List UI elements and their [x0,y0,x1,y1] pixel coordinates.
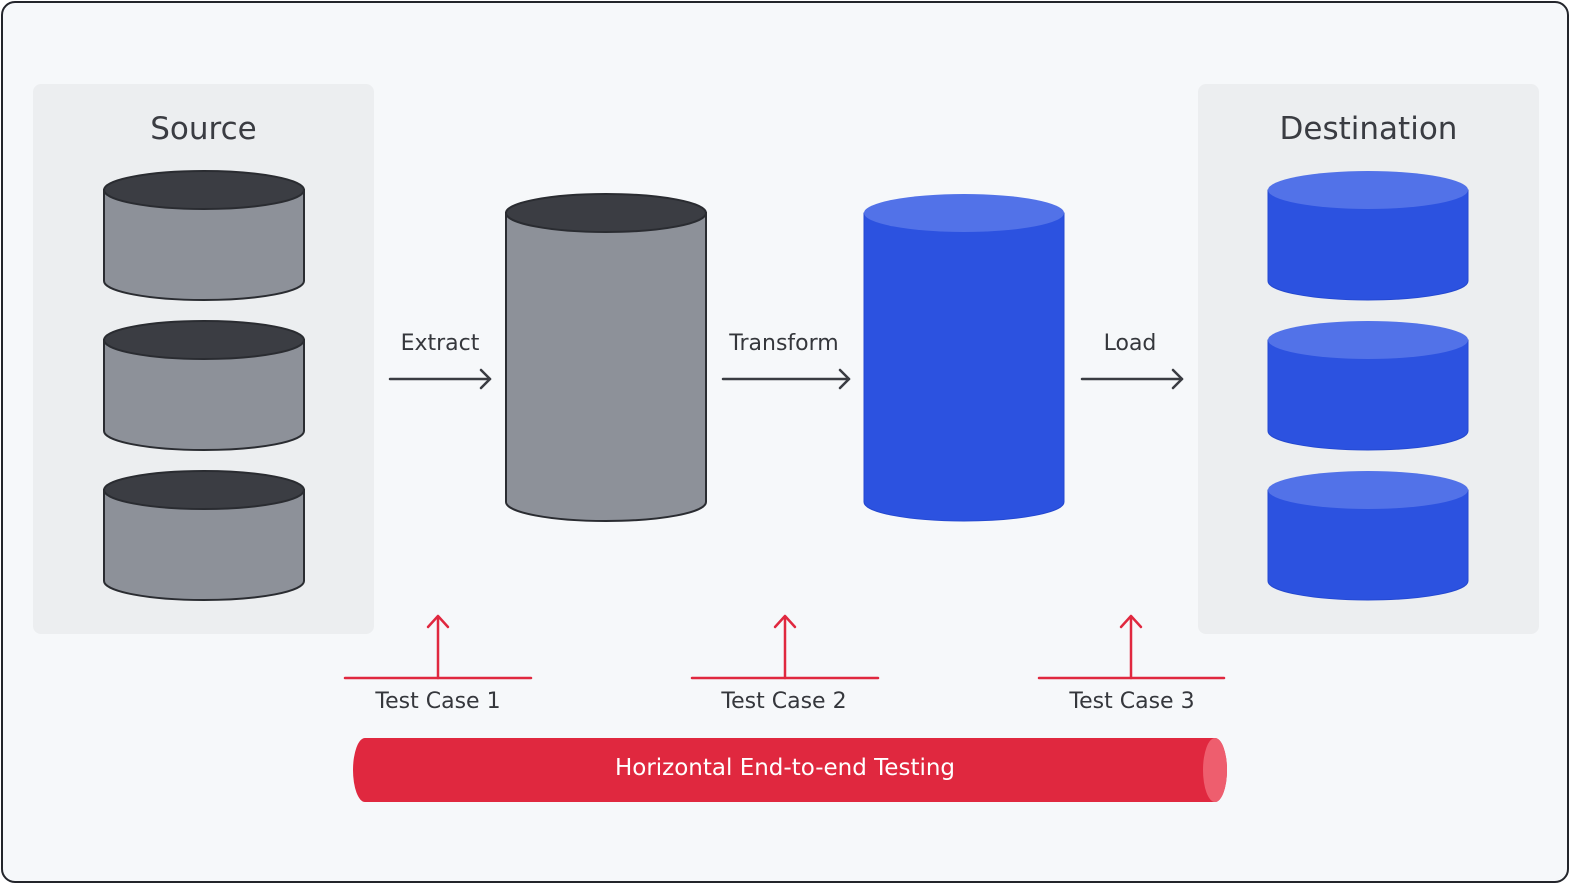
transform-arrow-icon [721,368,851,390]
load-label: Load [1103,331,1157,356]
load-arrow-icon [1080,368,1184,390]
extract-label: Extract [400,331,480,356]
extract-arrow-icon [388,368,492,390]
test-case-2-label: Test Case 2 [721,689,847,714]
staging-db [505,193,707,522]
source-title: Source [150,111,257,147]
test-case-3-label: Test Case 3 [1069,689,1195,714]
destination-db-1 [1267,171,1469,301]
test-case-1-label: Test Case 1 [375,689,501,714]
test-case-1-marker-icon [343,614,533,680]
end-to-end-pipe [353,738,1227,802]
transform-label: Transform [729,331,839,356]
transformed-db [863,194,1065,522]
destination-title: Destination [1279,111,1458,147]
diagram-frame: Source Destination [1,1,1569,883]
source-db-1 [103,170,305,301]
end-to-end-testing-label: Horizontal End-to-end Testing [614,755,956,781]
source-db-3 [103,470,305,601]
diagram-canvas [103,170,1469,802]
source-db-2 [103,320,305,451]
test-case-2-marker-icon [690,614,880,680]
test-case-3-marker-icon [1037,614,1226,680]
destination-db-3 [1267,471,1469,601]
destination-db-2 [1267,321,1469,451]
